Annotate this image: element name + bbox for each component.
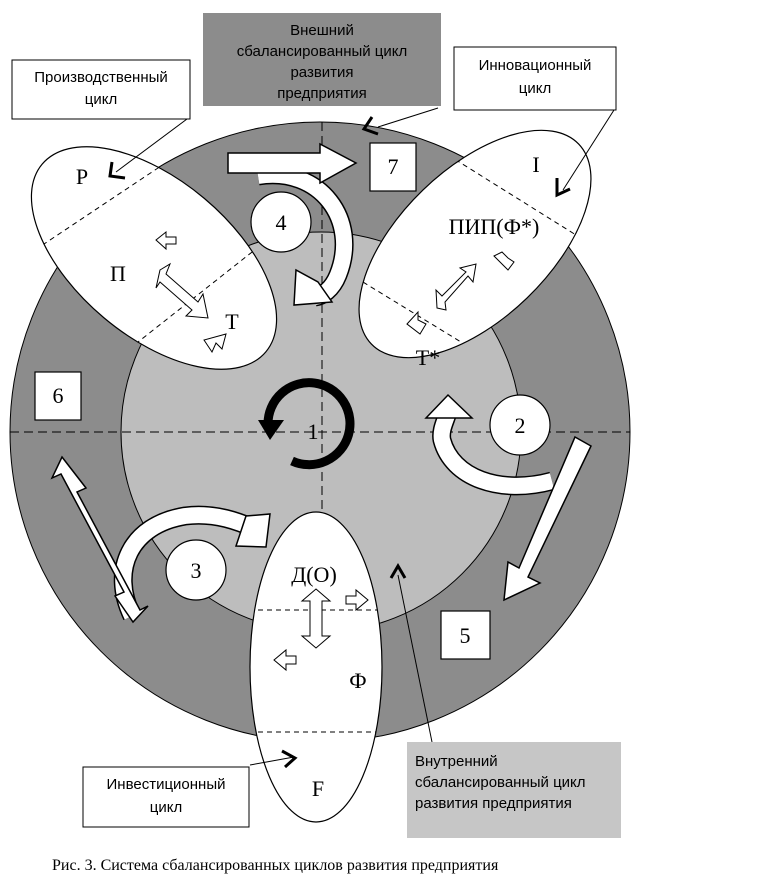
production-label-top: Р: [76, 164, 88, 189]
production-small-arrows-icon: [155, 230, 227, 354]
investment-label-middle: Ф: [349, 668, 366, 693]
investment-ellipse: [249, 511, 383, 823]
production-label-bottom: Т: [225, 309, 239, 334]
innovation-ellipse: [339, 129, 601, 373]
svg-text:сбалансированный цикл: сбалансированный цикл: [237, 43, 408, 60]
svg-text:цикл: цикл: [85, 91, 117, 108]
number-7: 7: [388, 154, 399, 179]
investment-label-top: Д(О): [291, 562, 337, 587]
svg-text:цикл: цикл: [519, 80, 551, 97]
svg-text:Внутренний: Внутренний: [415, 753, 498, 770]
node-3-circle: [165, 539, 227, 601]
production-cycle-callout: Производственный цикл: [11, 59, 191, 120]
innovation-label-top: I: [532, 152, 539, 177]
figure-caption: Рис. 3. Система сбалансированных циклов …: [52, 857, 499, 874]
number-5: 5: [460, 623, 471, 648]
number-4: 4: [276, 210, 287, 235]
pointer-production: [108, 118, 188, 180]
external-cycle-callout: Внешний сбалансированный цикл развития п…: [203, 13, 441, 106]
innovation-label-middle: ПИП(Ф*): [449, 214, 540, 239]
innovation-label-bottom: Т*: [416, 345, 440, 370]
investment-small-arrows-icon: [273, 588, 369, 672]
innovation-cycle-callout: Инновационный цикл: [453, 46, 617, 111]
box-7: [369, 142, 417, 192]
cycle-1-rotation-arrow-icon: [258, 378, 355, 470]
svg-text:Инвестиционный: Инвестиционный: [107, 776, 226, 793]
curved-arrow-4-icon: [256, 165, 354, 307]
investment-cycle-callout: Инвестиционный цикл: [82, 766, 250, 828]
number-6: 6: [53, 383, 64, 408]
straight-arrow-to-5-icon: [503, 435, 592, 602]
svg-text:Внешний: Внешний: [290, 22, 354, 39]
box-5: [440, 610, 491, 660]
svg-text:предприятия: предприятия: [277, 85, 367, 102]
svg-text:цикл: цикл: [150, 799, 182, 816]
straight-arrow-to-7-icon: [227, 142, 358, 185]
double-arrow-6-icon: [50, 455, 149, 624]
pointer-investment: [249, 749, 298, 769]
internal-cycle-callout: Внутренний сбалансированный цикл развити…: [407, 742, 621, 838]
number-1: 1: [308, 419, 319, 444]
box-6: [34, 371, 82, 421]
svg-text:сбалансированный цикл: сбалансированный цикл: [415, 774, 586, 791]
curved-arrow-2-icon: [424, 393, 555, 496]
svg-text:Инновационный: Инновационный: [479, 57, 592, 74]
pointer-internal: [389, 563, 433, 743]
pointer-innovation: [555, 109, 615, 198]
production-label-middle: П: [110, 261, 126, 286]
investment-label-bottom: F: [312, 776, 324, 801]
number-2: 2: [515, 413, 526, 438]
node-2-circle: [489, 394, 551, 456]
node-4-circle: [250, 191, 312, 253]
number-3: 3: [191, 558, 202, 583]
innovation-small-arrows-icon: [406, 251, 515, 335]
svg-text:развития: развития: [290, 64, 353, 81]
pointer-external: [361, 107, 439, 136]
svg-text:развития предприятия: развития предприятия: [415, 795, 572, 812]
svg-text:Производственный: Производственный: [34, 69, 168, 86]
